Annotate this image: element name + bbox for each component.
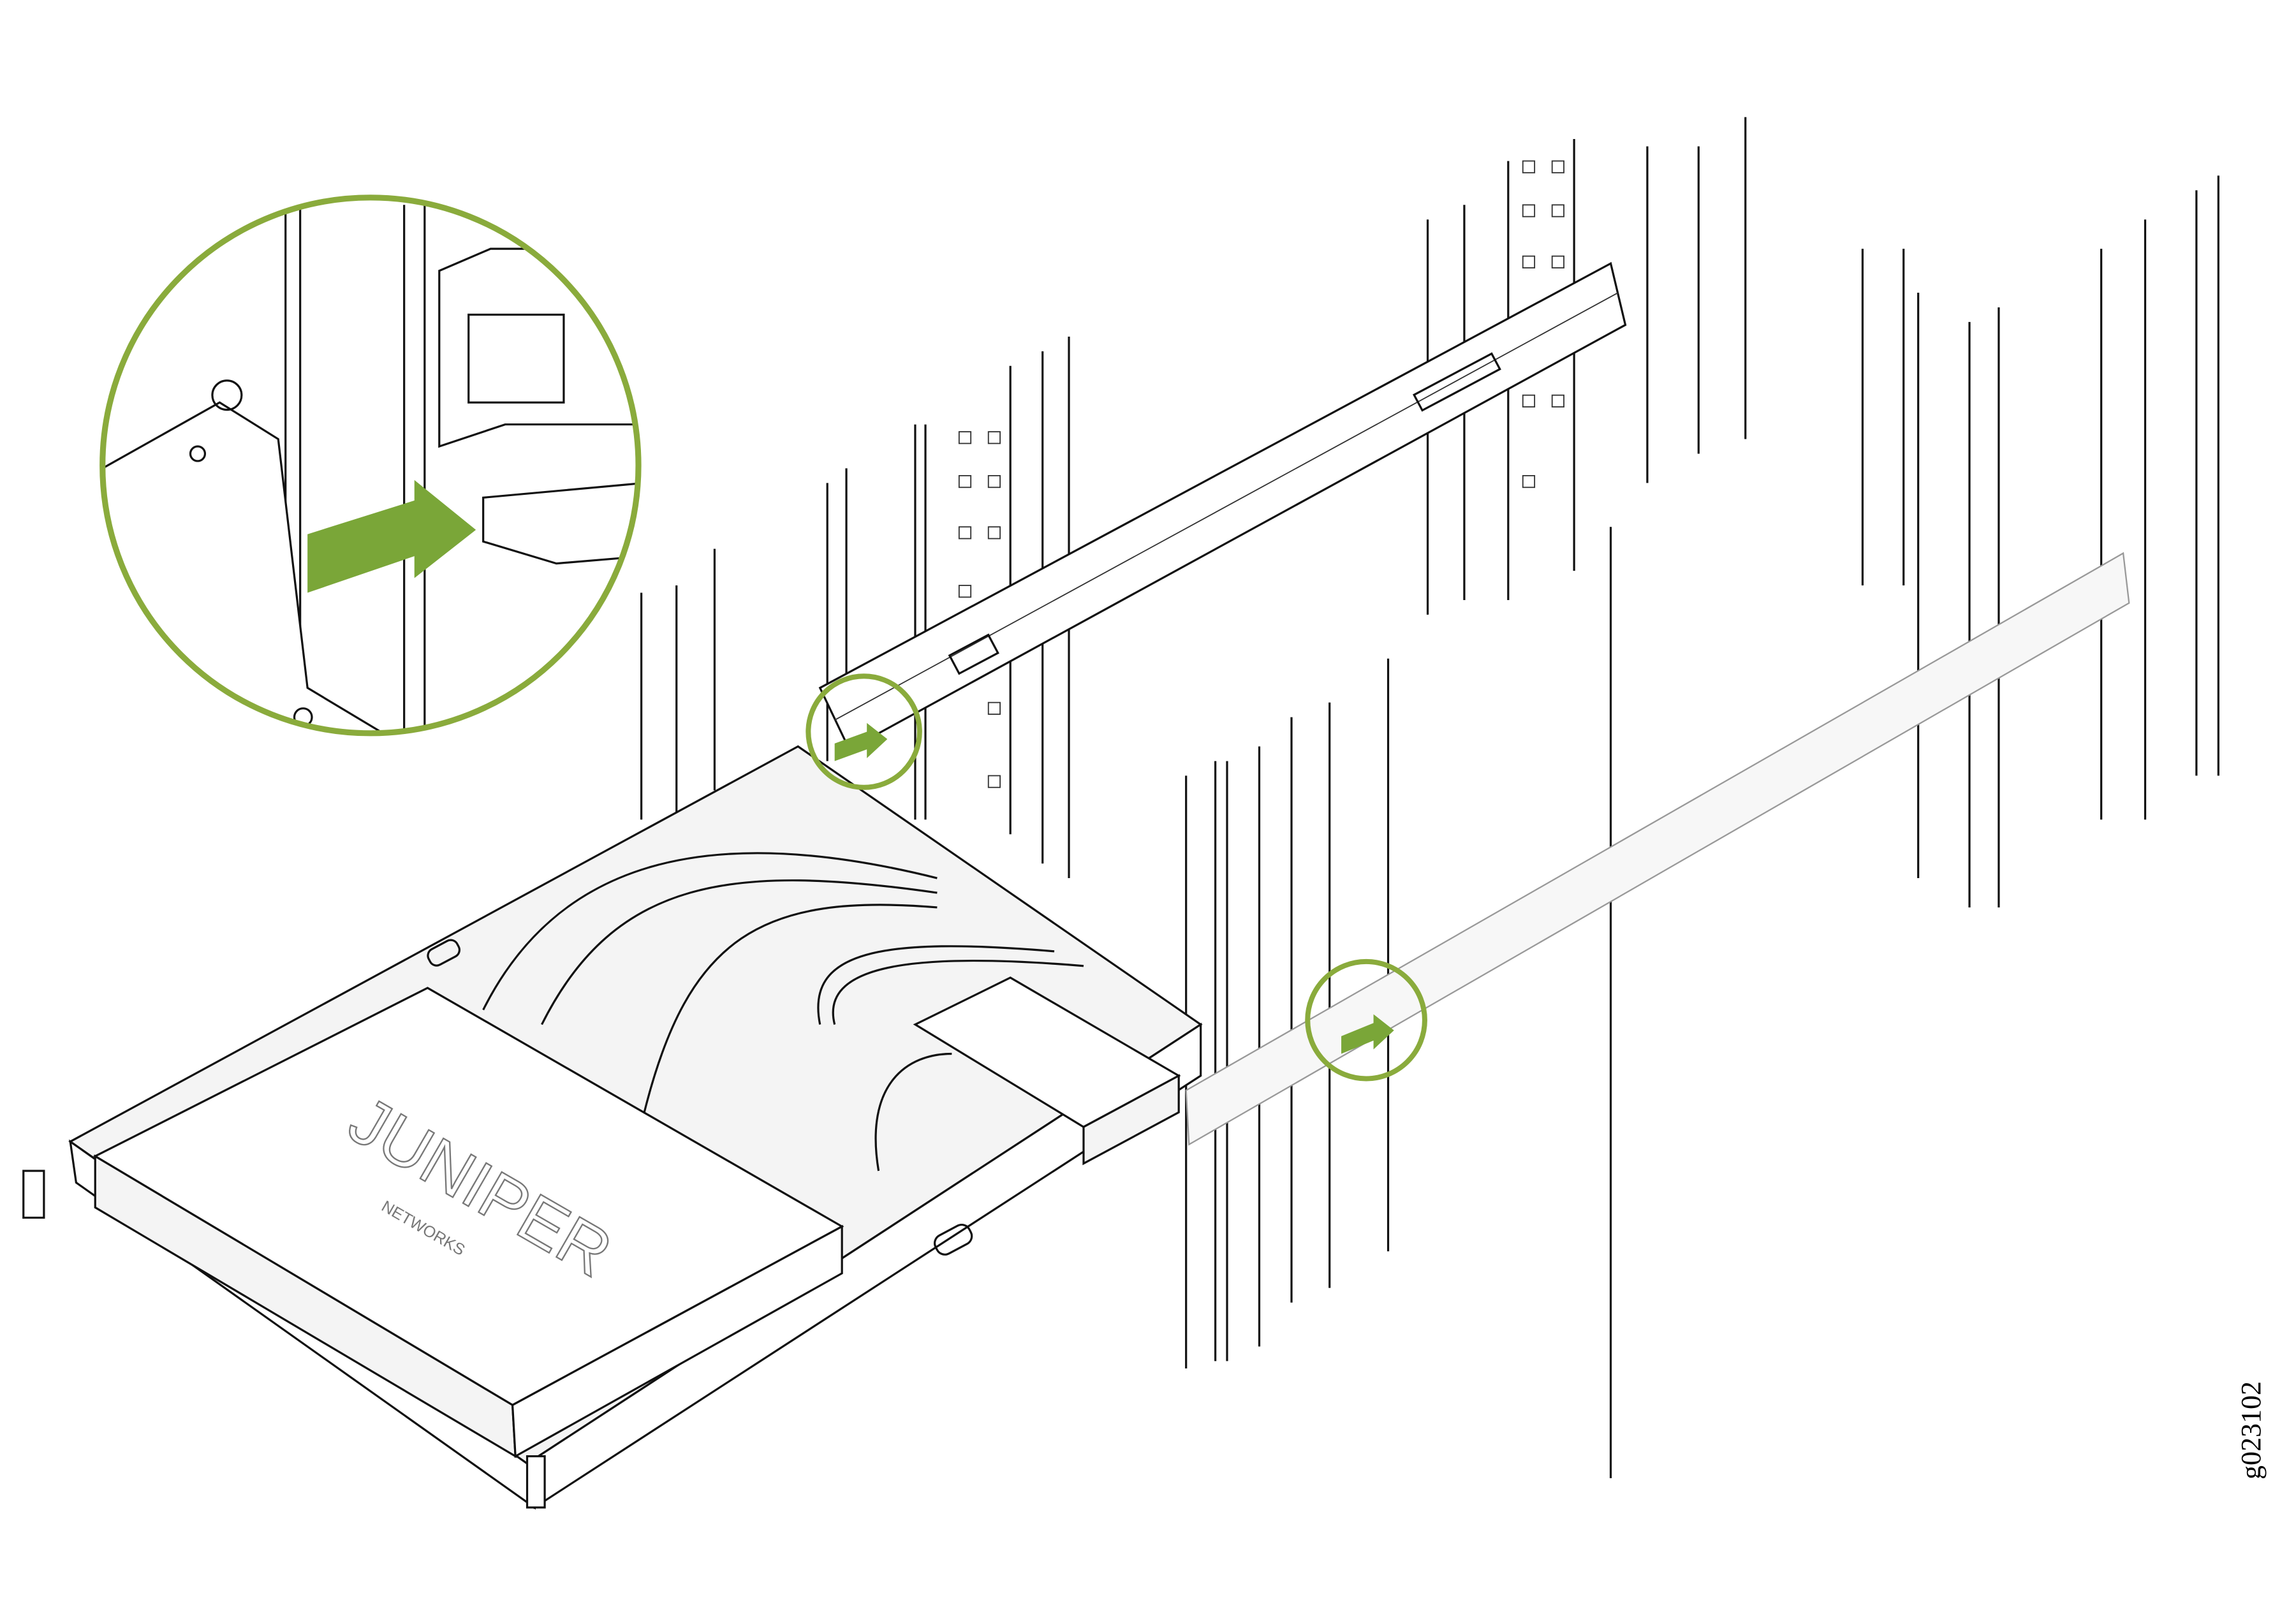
front-mounting-ear-left xyxy=(22,1170,45,1219)
rack-mounting-holes xyxy=(958,160,1564,788)
front-rail-slot-callout xyxy=(806,673,922,790)
rear-rail-slot-callout xyxy=(1305,958,1427,1082)
arrow-right-icon xyxy=(1341,1014,1394,1054)
detail-magnified-inset xyxy=(99,194,642,737)
front-mounting-ear-right xyxy=(526,1455,546,1509)
power-supply-module xyxy=(913,976,1181,1166)
arrow-right-icon xyxy=(834,723,888,761)
rear-mounting-rail xyxy=(1185,552,2130,1146)
arrow-right-icon xyxy=(307,480,476,593)
front-mounting-rail xyxy=(818,261,1627,751)
network-switch: JUNIPER NETWORKS xyxy=(92,987,844,1458)
figure-id-label: g023102 xyxy=(2235,1381,2267,1479)
power-cables xyxy=(482,852,1084,1171)
